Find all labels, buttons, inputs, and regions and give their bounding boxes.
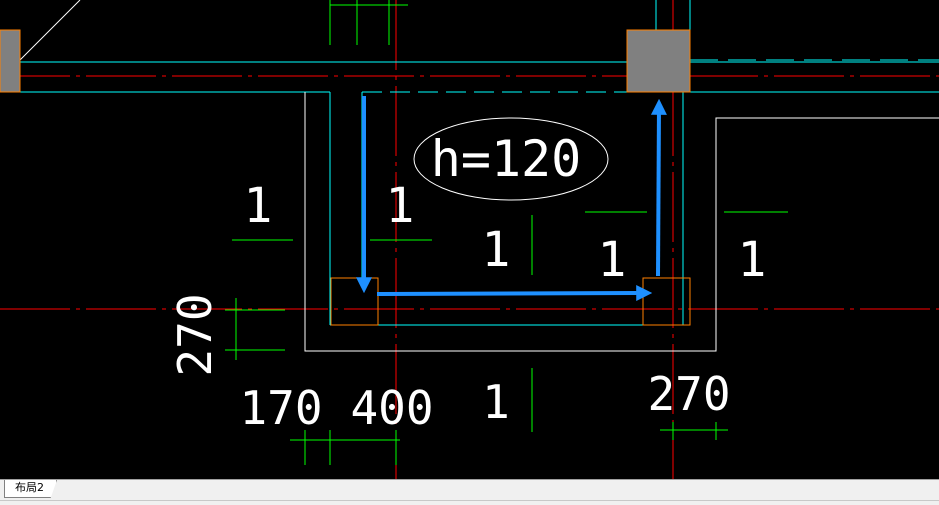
status-divider	[0, 500, 939, 501]
dimension-bottom-mid: 400	[350, 381, 433, 435]
tab-layout-2[interactable]: 布局2	[4, 480, 57, 498]
column-right	[626, 29, 691, 93]
number-label-2: 1	[386, 178, 415, 234]
white-wall-outline	[304, 92, 939, 352]
number-label-5: 1	[738, 232, 767, 288]
green-annotation-lines	[225, 0, 788, 465]
height-label-ellipse[interactable]	[413, 117, 609, 201]
column-left	[0, 29, 21, 93]
dimension-bottom-right: 270	[647, 367, 730, 421]
dimension-bottom-left: 170	[239, 381, 322, 435]
white-diagonal-line	[19, 0, 81, 61]
dimension-left-vertical: 270	[168, 293, 222, 376]
layout-tab-bar: 布局2	[0, 479, 939, 505]
number-label-1: 1	[244, 178, 273, 234]
height-label-text: h=120	[431, 130, 582, 188]
number-label-4: 1	[598, 232, 627, 288]
cad-drawing-canvas[interactable]: h=120 1 1 1 1 1 270 170 400 1 270	[0, 0, 939, 479]
orange-pier-left	[330, 277, 379, 326]
dimension-bottom-center: 1	[482, 375, 510, 429]
blue-arrow-up	[650, 98, 667, 277]
blue-arrow-right	[376, 285, 653, 302]
orange-pier-right	[642, 277, 691, 326]
number-label-3: 1	[482, 222, 511, 278]
